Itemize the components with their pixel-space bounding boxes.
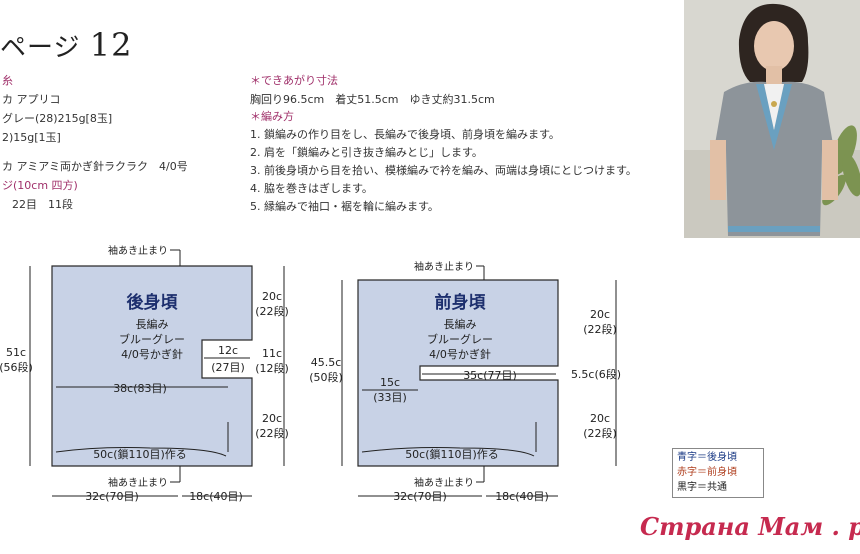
front-bottom-right: 18c(40目) (495, 490, 549, 503)
instruction-step-3: 3. 前後身頃から目を拾い、模様編みで衿を編み、両端は身頃にとじつけます。 (250, 164, 637, 177)
legend-common: 黒字＝共通 (677, 482, 727, 493)
model-photo (684, 0, 860, 238)
back-notch-sts: (27目) (211, 361, 245, 374)
back-armhole-bottom-label: 袖あき止まり (108, 476, 168, 489)
front-bottom-width: 50c(鎖110目)作る (405, 447, 499, 461)
watermark-logo: Страна Мам . ру (640, 512, 860, 541)
finished-size-heading: ＊できあがり寸法 (250, 74, 338, 87)
front-body-color: ブルーグレー (427, 332, 493, 346)
back-armhole-top-label: 袖あき止まり (108, 244, 168, 257)
front-lower-right-rows: (22段) (583, 426, 617, 440)
front-upper-right-label: 20c (590, 308, 610, 321)
front-armhole-top-label: 袖あき止まり (414, 260, 474, 273)
materials-yarn-brand: カ アプリコ (2, 93, 61, 106)
back-upper-right-label: 20c (262, 290, 282, 303)
materials-yarn-accent: 2)15g[1玉] (2, 131, 61, 144)
back-middle-right-label: 11c (262, 347, 282, 360)
front-notch-left-sts: (33目) (373, 391, 407, 404)
back-body-hook: 4/0号かぎ針 (121, 347, 183, 361)
front-notch-width: 35c(77目) (463, 369, 517, 382)
front-middle-right-label: 5.5c(6段) (571, 367, 621, 381)
back-bottom-right: 18c(40目) (189, 490, 243, 503)
front-bottom-left: 32c(70目) (393, 490, 447, 503)
materials-yarn-main: グレー(28)215g[8玉] (2, 112, 113, 125)
finished-size-text: 胸回り96.5cm 着丈51.5cm ゆき丈約31.5cm (250, 93, 495, 106)
front-body-shape (357, 279, 559, 467)
model-illustration (684, 0, 860, 238)
back-lower-right-label: 20c (262, 412, 282, 425)
back-bottom-left: 32c(70目) (85, 490, 139, 503)
instruction-step-2: 2. 肩を「鎖編みと引き抜き編みとじ」します。 (250, 146, 483, 159)
back-upper-right-rows: (22段) (255, 304, 289, 318)
materials-gauge: 22目 11段 (12, 198, 73, 211)
legend-back: 青字＝後身頃 (677, 452, 737, 463)
back-inner-width: 38c(83目) (113, 382, 167, 395)
front-upper-right-rows: (22段) (583, 322, 617, 336)
instruction-step-4: 4. 脇を巻きはぎします。 (250, 182, 373, 195)
back-middle-right-rows: (12段) (255, 361, 289, 375)
materials-hook: カ アミアミ両かぎ針ラクラク 4/0号 (2, 160, 188, 173)
color-legend: 青字＝後身頃 赤字＝前身頃 黒字＝共通 (672, 448, 764, 498)
back-lower-right-rows: (22段) (255, 426, 289, 440)
instructions-heading: ＊編み方 (250, 110, 294, 123)
back-height-rows: (56段) (0, 360, 33, 374)
materials-gauge-heading: ジ(10cm 四方) (2, 179, 78, 192)
front-height-label: 45.5c (311, 356, 342, 369)
garment-diagrams: 後身頃 長編み ブルーグレー 4/0号かぎ針 袖あき止まり 袖あき止まり 38c… (0, 244, 621, 503)
instruction-step-5: 5. 縁編みで袖口・裾を輪に編みます。 (250, 200, 439, 213)
front-body-hook: 4/0号かぎ針 (429, 347, 491, 361)
front-height-rows: (50段) (309, 370, 343, 384)
back-height-label: 51c (6, 346, 26, 359)
back-body-title: 後身頃 (127, 292, 179, 313)
instruction-step-1: 1. 鎖編みの作り目をし、長編みで後身頃、前身頃を編みます。 (250, 128, 560, 141)
back-bottom-width: 50c(鎖110目)作る (93, 447, 187, 461)
front-body-diagram: 前身頃 長編み ブルーグレー 4/0号かぎ針 袖あき止まり 袖あき止まり 35c… (309, 260, 621, 503)
legend-front: 赤字＝前身頃 (677, 467, 737, 478)
front-body-stitch: 長編み (444, 317, 477, 331)
back-body-diagram: 後身頃 長編み ブルーグレー 4/0号かぎ針 袖あき止まり 袖あき止まり 38c… (0, 244, 289, 503)
back-body-shape (51, 265, 253, 467)
front-notch-left: 15c (380, 376, 400, 389)
back-body-color: ブルーグレー (119, 332, 185, 346)
back-notch-width: 12c (218, 344, 238, 357)
materials-yarn-heading: 糸 (2, 74, 13, 87)
page-title: ページ 12 (0, 26, 133, 64)
front-lower-right-label: 20c (590, 412, 610, 425)
front-body-title: 前身頃 (435, 292, 487, 313)
back-body-stitch: 長編み (136, 317, 169, 331)
front-armhole-bottom-label: 袖あき止まり (414, 476, 474, 489)
